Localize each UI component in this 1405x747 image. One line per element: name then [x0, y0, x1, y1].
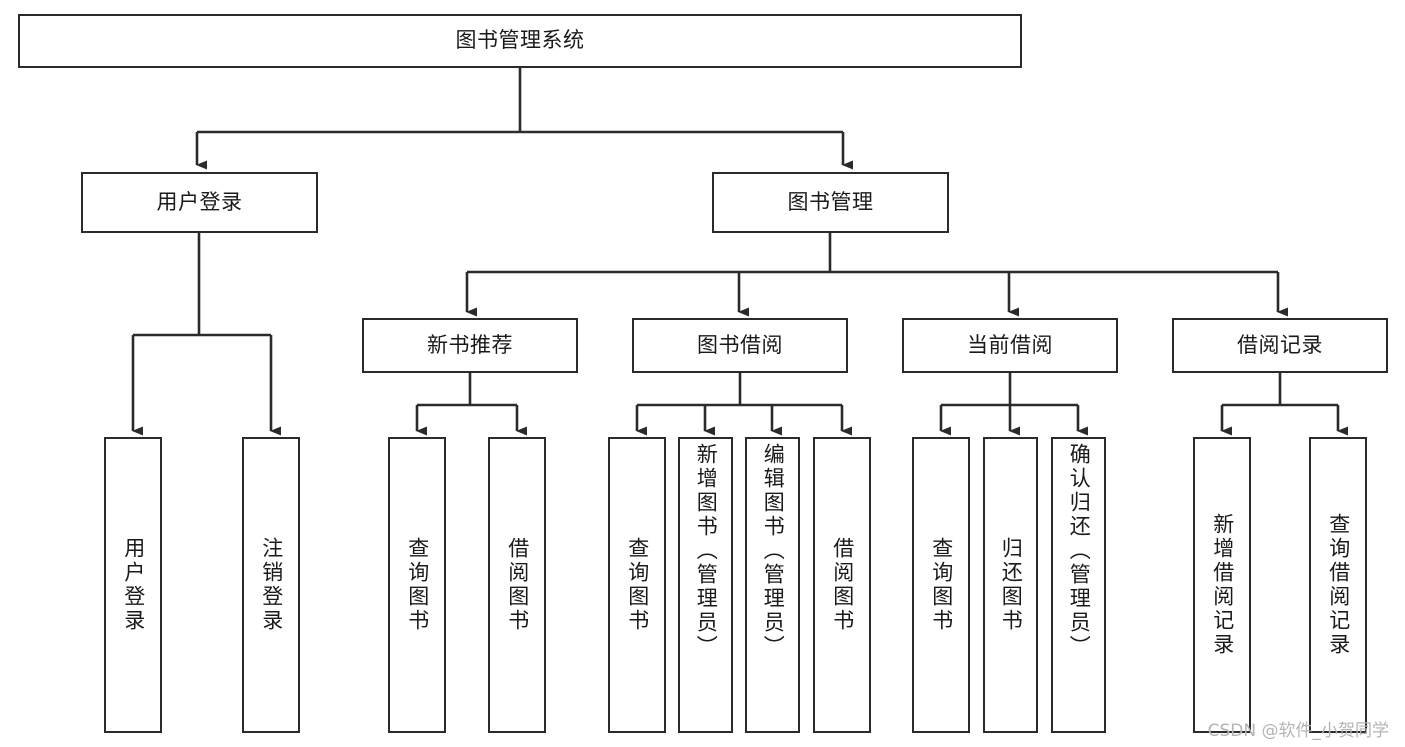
- node-leaf-record-query-record[interactable]: 查询借阅记录: [1309, 437, 1367, 733]
- node-leaf-newbook-borrow-book[interactable]: 借阅图书: [488, 437, 546, 733]
- node-new-book-recommend[interactable]: 新书推荐: [362, 318, 578, 373]
- node-leaf-borrow-add-book-label: 新增图书（管理员）: [694, 443, 719, 659]
- node-leaf-borrow-borrow-book-label: 借阅图书: [830, 537, 855, 633]
- node-book-borrow[interactable]: 图书借阅: [632, 318, 848, 373]
- node-leaf-user-logout-label: 注销登录: [259, 537, 284, 633]
- node-leaf-borrow-edit-book[interactable]: 编辑图书（管理员）: [745, 437, 800, 733]
- node-leaf-newbook-query-book[interactable]: 查询图书: [388, 437, 446, 733]
- node-leaf-current-confirm-return-label: 确认归还（管理员）: [1067, 443, 1092, 659]
- csdn-watermark: CSDN @软件_小贺同学: [1207, 721, 1389, 741]
- node-leaf-user-login-label: 用户登录: [121, 537, 146, 633]
- node-leaf-record-add-record-label: 新增借阅记录: [1210, 513, 1235, 657]
- node-current-borrow[interactable]: 当前借阅: [902, 318, 1118, 373]
- node-leaf-borrow-query-book-label: 查询图书: [625, 537, 650, 633]
- node-borrow-record[interactable]: 借阅记录: [1172, 318, 1388, 373]
- node-new-book-recommend-label: 新书推荐: [427, 332, 513, 357]
- node-leaf-borrow-add-book[interactable]: 新增图书（管理员）: [678, 437, 733, 733]
- node-leaf-current-query-book[interactable]: 查询图书: [912, 437, 970, 733]
- node-leaf-current-query-book-label: 查询图书: [929, 537, 954, 633]
- node-current-borrow-label: 当前借阅: [967, 332, 1053, 357]
- node-leaf-current-return-book-label: 归还图书: [999, 537, 1024, 633]
- node-leaf-current-return-book[interactable]: 归还图书: [983, 437, 1038, 733]
- node-user-login[interactable]: 用户登录: [81, 172, 318, 233]
- node-leaf-user-login[interactable]: 用户登录: [104, 437, 162, 733]
- node-leaf-borrow-query-book[interactable]: 查询图书: [608, 437, 666, 733]
- node-borrow-record-label: 借阅记录: [1237, 332, 1323, 357]
- node-book-borrow-label: 图书借阅: [697, 332, 783, 357]
- node-leaf-current-confirm-return[interactable]: 确认归还（管理员）: [1051, 437, 1106, 733]
- node-user-login-label: 用户登录: [156, 189, 243, 214]
- node-leaf-borrow-borrow-book[interactable]: 借阅图书: [813, 437, 871, 733]
- node-leaf-record-add-record[interactable]: 新增借阅记录: [1193, 437, 1251, 733]
- node-leaf-user-logout[interactable]: 注销登录: [242, 437, 300, 733]
- node-root[interactable]: 图书管理系统: [18, 14, 1022, 68]
- node-book-management[interactable]: 图书管理: [712, 172, 949, 233]
- node-leaf-borrow-edit-book-label: 编辑图书（管理员）: [761, 443, 786, 659]
- node-leaf-newbook-borrow-book-label: 借阅图书: [505, 537, 530, 633]
- node-root-label: 图书管理系统: [455, 28, 585, 53]
- node-book-management-label: 图书管理: [787, 189, 874, 214]
- node-leaf-newbook-query-book-label: 查询图书: [405, 537, 430, 633]
- node-leaf-record-query-record-label: 查询借阅记录: [1326, 513, 1351, 657]
